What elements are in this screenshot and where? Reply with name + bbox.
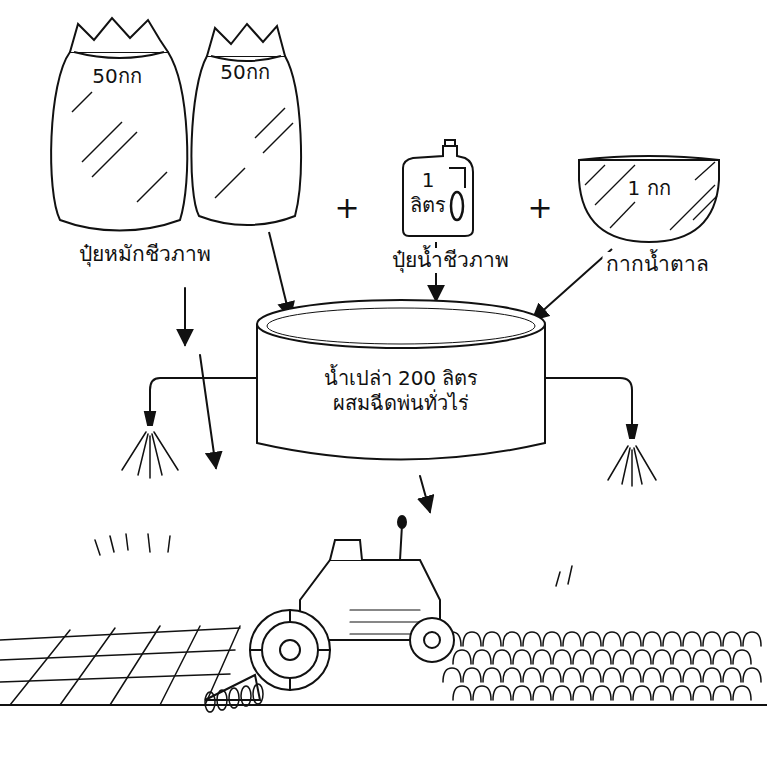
item-label: กากน้ำตาล: [603, 252, 712, 277]
node-text: 1 กก: [627, 176, 670, 201]
fertilizer-sack-outline: [42, 12, 192, 234]
node-text: 50กก: [220, 60, 269, 85]
plus-sign: +: [527, 190, 552, 226]
molasses-bowl: 1 กก: [575, 150, 723, 245]
node-text: ผสมฉีดพ่นทั่วไร่: [333, 391, 469, 416]
plus-sign: +: [334, 190, 359, 226]
flow-arrow: [532, 249, 612, 320]
node-text: 1 ลิตร: [408, 168, 448, 218]
liquid-bottle: 1 ลิตร: [395, 138, 477, 238]
node-text: น้ำเปล่า 200 ลิตร: [324, 366, 479, 391]
liquid-bottle-outline: [395, 138, 477, 238]
water-tank: น้ำเปล่า 200 ลิตรผสมฉีดพ่นทั่วไร่: [255, 298, 547, 466]
flow-arrow: [269, 232, 290, 318]
fertilizer-sack-outline: [185, 18, 305, 228]
fertilizer-sack: 50กก: [185, 18, 305, 228]
group-label: ปุ๋ยหมักชีวภาพ: [76, 242, 214, 267]
item-label: ปุ๋ยน้ำชีวภาพ: [389, 248, 512, 273]
node-text: 50กก: [92, 64, 141, 89]
fertilizer-sack: 50กก: [42, 12, 192, 234]
